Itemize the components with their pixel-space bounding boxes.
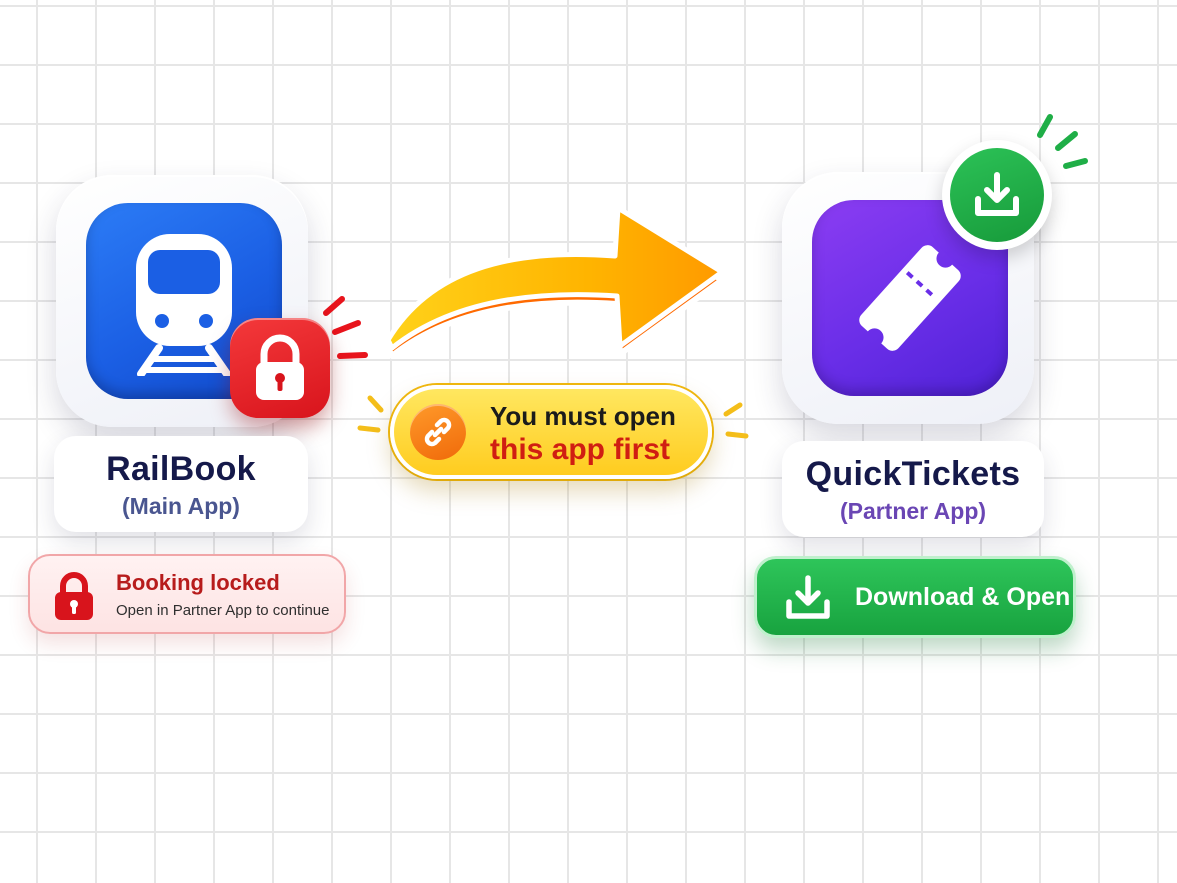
banner-lock bbox=[52, 570, 96, 627]
padlock-icon bbox=[55, 572, 93, 620]
railbook-app-icon-bg bbox=[86, 203, 282, 399]
train-icon bbox=[136, 234, 232, 376]
button-download-glyph bbox=[783, 574, 833, 627]
locked-subtitle: Open in Partner App to continue bbox=[116, 602, 330, 619]
ticket-icon bbox=[859, 245, 961, 351]
quicktickets-app-icon-bg bbox=[812, 200, 1008, 396]
main-app-subtitle: (Main App) bbox=[122, 493, 240, 519]
link-icon bbox=[424, 417, 452, 447]
requirement-pill: You must open this app first bbox=[390, 385, 712, 479]
requirement-line-1: You must open bbox=[490, 401, 676, 431]
download-button-label: Download & Open bbox=[855, 583, 1071, 611]
download-icon bbox=[975, 172, 1019, 216]
main-app-name: RailBook bbox=[106, 450, 256, 488]
quicktickets-app-tile[interactable] bbox=[782, 172, 1034, 424]
padlock-icon bbox=[256, 334, 304, 400]
download-icon bbox=[786, 575, 830, 619]
locked-title: Booking locked bbox=[116, 570, 280, 595]
download-badge-inner bbox=[950, 148, 1044, 242]
partner-app-name: QuickTickets bbox=[805, 455, 1021, 493]
partner-app-subtitle: (Partner App) bbox=[839, 498, 987, 524]
requirement-line-2: this app first bbox=[490, 433, 671, 466]
quicktickets-name-card: QuickTickets (Partner App) bbox=[782, 441, 1044, 537]
railbook-name-card: RailBook (Main App) bbox=[54, 436, 308, 532]
download-badge bbox=[942, 140, 1052, 250]
booking-locked-banner: Booking locked Open in Partner App to co… bbox=[28, 554, 346, 634]
download-and-open-button[interactable]: Download & Open bbox=[754, 556, 1076, 638]
lock-badge bbox=[230, 318, 330, 418]
link-badge bbox=[410, 404, 466, 460]
curved-arrow-icon bbox=[385, 205, 725, 359]
